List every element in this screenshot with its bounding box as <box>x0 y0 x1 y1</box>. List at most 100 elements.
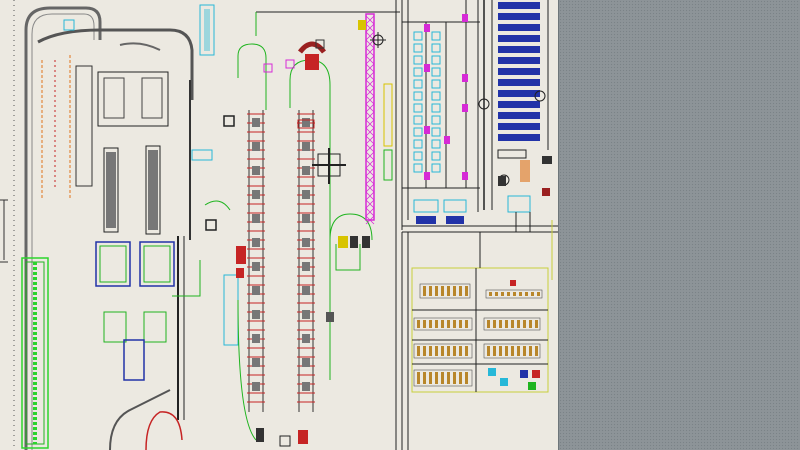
factory-layout-drawing <box>0 0 558 450</box>
storage-rack <box>498 46 540 53</box>
storage-rack <box>498 101 540 108</box>
table-cell <box>413 369 473 387</box>
cyan-equipment-box <box>413 79 423 89</box>
cell-item <box>459 372 462 384</box>
cell-item <box>493 320 496 328</box>
rack-cross <box>365 191 375 201</box>
cyan-equipment-box <box>413 115 423 125</box>
table-cell <box>413 317 473 331</box>
storage-rack <box>498 68 540 75</box>
cell-item <box>447 286 450 296</box>
cell-item <box>435 286 438 296</box>
cell-item <box>441 320 444 328</box>
cell-item <box>507 292 510 296</box>
rack-cross <box>365 119 375 129</box>
cell-item <box>523 346 526 356</box>
cell-item <box>429 286 432 296</box>
cell-item <box>505 320 508 328</box>
cell-item <box>453 286 456 296</box>
cell-item <box>423 320 426 328</box>
rack-cross <box>365 15 375 25</box>
ladder-block <box>252 190 260 199</box>
ladder-block <box>302 358 310 367</box>
cell-item <box>465 372 468 384</box>
magenta-marker <box>462 172 468 180</box>
storage-rack <box>498 2 540 9</box>
cyan-equipment-box <box>431 43 441 53</box>
rack-cross <box>365 135 375 145</box>
cell-item <box>423 372 426 384</box>
ladder-block <box>252 118 260 127</box>
cell-item <box>531 292 534 296</box>
cell-item <box>487 346 490 356</box>
ladder-block <box>252 166 260 175</box>
cell-item <box>417 372 420 384</box>
cell-item <box>465 286 468 296</box>
rack-cross <box>365 47 375 57</box>
cell-item <box>453 320 456 328</box>
cyan-equipment-box <box>431 139 441 149</box>
rack-cross <box>365 127 375 137</box>
rack-cross <box>365 199 375 209</box>
ladder-block <box>302 334 310 343</box>
storage-rack <box>498 90 540 97</box>
rack-cross <box>365 207 375 217</box>
storage-rack <box>498 24 540 31</box>
magenta-marker <box>462 104 468 112</box>
storage-rack <box>498 123 540 130</box>
cad-drawing-viewport[interactable] <box>0 0 558 450</box>
ladder-block <box>252 142 260 151</box>
cyan-equipment-box <box>431 31 441 41</box>
cyan-equipment-box <box>413 55 423 65</box>
magenta-marker <box>444 136 450 144</box>
rack-cross <box>365 23 375 33</box>
cyan-equipment-box <box>413 103 423 113</box>
blue-storage-racks <box>477 0 552 232</box>
cell-item <box>465 320 468 328</box>
cyan-equipment-box <box>413 31 423 41</box>
cell-item <box>435 346 438 356</box>
table-cell <box>485 289 543 299</box>
table-cell <box>413 343 473 359</box>
table-cell <box>483 343 541 359</box>
rack-cross <box>365 79 375 89</box>
ladder-block <box>302 382 310 391</box>
rack-cross <box>365 95 375 105</box>
cell-item <box>501 292 504 296</box>
cyan-equipment-box <box>413 163 423 173</box>
cell-item <box>487 320 490 328</box>
cell-item <box>529 320 532 328</box>
cell-item <box>513 292 516 296</box>
rack-cross <box>365 159 375 169</box>
cyan-equipment-box <box>413 43 423 53</box>
magenta-marker <box>462 74 468 82</box>
rack-cross <box>365 55 375 65</box>
cell-item <box>511 346 514 356</box>
cell-item <box>517 346 520 356</box>
ladder-block <box>302 286 310 295</box>
cell-item <box>429 320 432 328</box>
lower-right-equipment-table <box>401 220 553 450</box>
cyan-equipment-box <box>431 55 441 65</box>
magenta-marker <box>462 14 468 22</box>
rack-cross <box>365 143 375 153</box>
cyan-equipment-box <box>431 79 441 89</box>
storage-rack <box>498 79 540 86</box>
ladder-block <box>252 382 260 391</box>
ladder-block <box>302 166 310 175</box>
cyan-equipment-box <box>431 115 441 125</box>
ladder-block <box>252 334 260 343</box>
cell-item <box>537 292 540 296</box>
cell-item <box>505 346 508 356</box>
cell-item <box>429 346 432 356</box>
cell-item <box>535 346 538 356</box>
cell-item <box>417 320 420 328</box>
ladder-block <box>302 262 310 271</box>
ladder-block <box>252 238 260 247</box>
cell-item <box>423 346 426 356</box>
table-cell <box>483 317 541 331</box>
magenta-marker <box>424 24 430 32</box>
cell-item <box>511 320 514 328</box>
ladder-block <box>252 358 260 367</box>
cell-item <box>429 372 432 384</box>
